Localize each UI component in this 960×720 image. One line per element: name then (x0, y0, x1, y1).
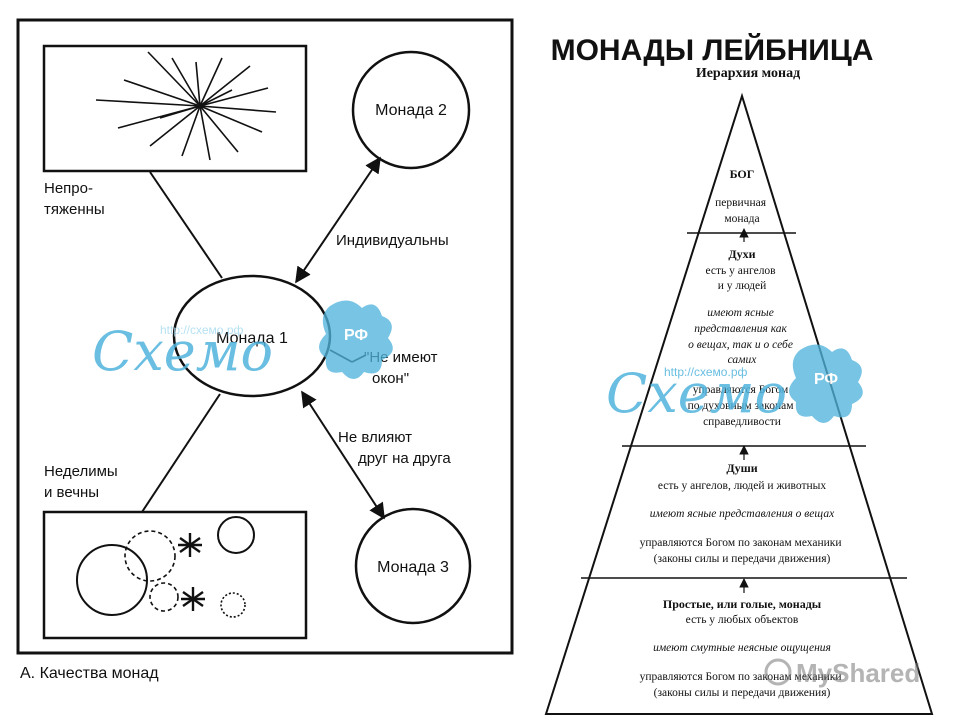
watermark-badge: РФ (344, 327, 368, 344)
paint-splash-icon (789, 344, 863, 423)
double-arrow (301, 390, 385, 520)
watermark-url: http://схемо.рф (664, 365, 747, 379)
watermark-site: MyShared (796, 658, 920, 688)
myshared-logo-icon (764, 658, 792, 686)
watermark-schemo-left: Схемо http://схемо.рф РФ (92, 300, 393, 383)
label-no-windows: "Не имеют окон" (364, 349, 442, 387)
starburst-icon (95, 51, 277, 161)
tier-god-text: первичная монада (715, 197, 769, 225)
tier-souls-name: Души (726, 461, 757, 475)
monad-2-circle (351, 50, 471, 170)
watermark-schemo-right: Схемо http://схемо.рф РФ (606, 344, 863, 425)
left-panel-frame (16, 18, 514, 655)
watermark-brand: Схемо (92, 320, 273, 383)
monad-1-label: Монада 1 (216, 330, 288, 347)
pyramid-title: Иерархия монад (696, 66, 800, 81)
double-arrow (295, 156, 381, 284)
tier-souls-line3: управляются Богом по законам механики (з… (640, 537, 845, 565)
tier-simple-line1: есть у любых объектов (686, 614, 799, 626)
page-title: МОНАДЫ ЛЕЙБНИЦА (551, 33, 874, 67)
watermark-brand: Схемо (606, 362, 787, 425)
monad-3-label: Монада 3 (377, 559, 449, 576)
watermark-url: http://схемо.рф (160, 323, 243, 337)
tier-simple-line2: имеют смутные неясные ощущения (653, 642, 831, 654)
connector-line (149, 171, 223, 279)
watermark-badge: РФ (814, 371, 838, 388)
tier-simple-name: Простые, или голые, монады (663, 597, 822, 611)
tier-spirits-text: есть у ангелов и у людей (706, 265, 779, 292)
tier-spirits-rule: управляются Богом по духовным законам сп… (688, 384, 797, 428)
starburst-box (42, 44, 308, 173)
tier-spirits-italic: имеют ясные представления как о вещах, т… (688, 307, 796, 366)
label-indivisible: Неделимы и вечны (44, 463, 122, 501)
monad-3-circle (354, 507, 472, 625)
circles-box (42, 510, 308, 640)
left-panel-qualities: Монада 1 Монада 2 Монада 3 Непро- тяженн… (16, 18, 514, 655)
label-individual: Индивидуальны (336, 232, 449, 249)
watermark-myshared: MyShared (764, 658, 920, 688)
small-star-icon (181, 587, 205, 611)
tier-souls-line2: имеют ясные представления о вещах (650, 508, 835, 520)
tier-spirits-name: Духи (728, 247, 755, 261)
small-star-icon (178, 533, 202, 557)
monad-hierarchy-pyramid: Иерархия монад БОГ первичная монада Духи… (544, 66, 934, 715)
label-no-influence: Не влияют друг на друга (338, 429, 451, 467)
left-panel-caption: А. Качества монад (20, 665, 159, 682)
tier-souls-line1: есть у ангелов, людей и животных (658, 480, 827, 492)
connector-line (141, 393, 221, 513)
tier-god-name: БОГ (730, 167, 755, 181)
paint-splash-icon (319, 300, 393, 379)
monad-2-label: Монада 2 (375, 102, 447, 119)
circles-illustration (76, 516, 255, 618)
label-extension: Непро- тяженны (44, 180, 105, 218)
